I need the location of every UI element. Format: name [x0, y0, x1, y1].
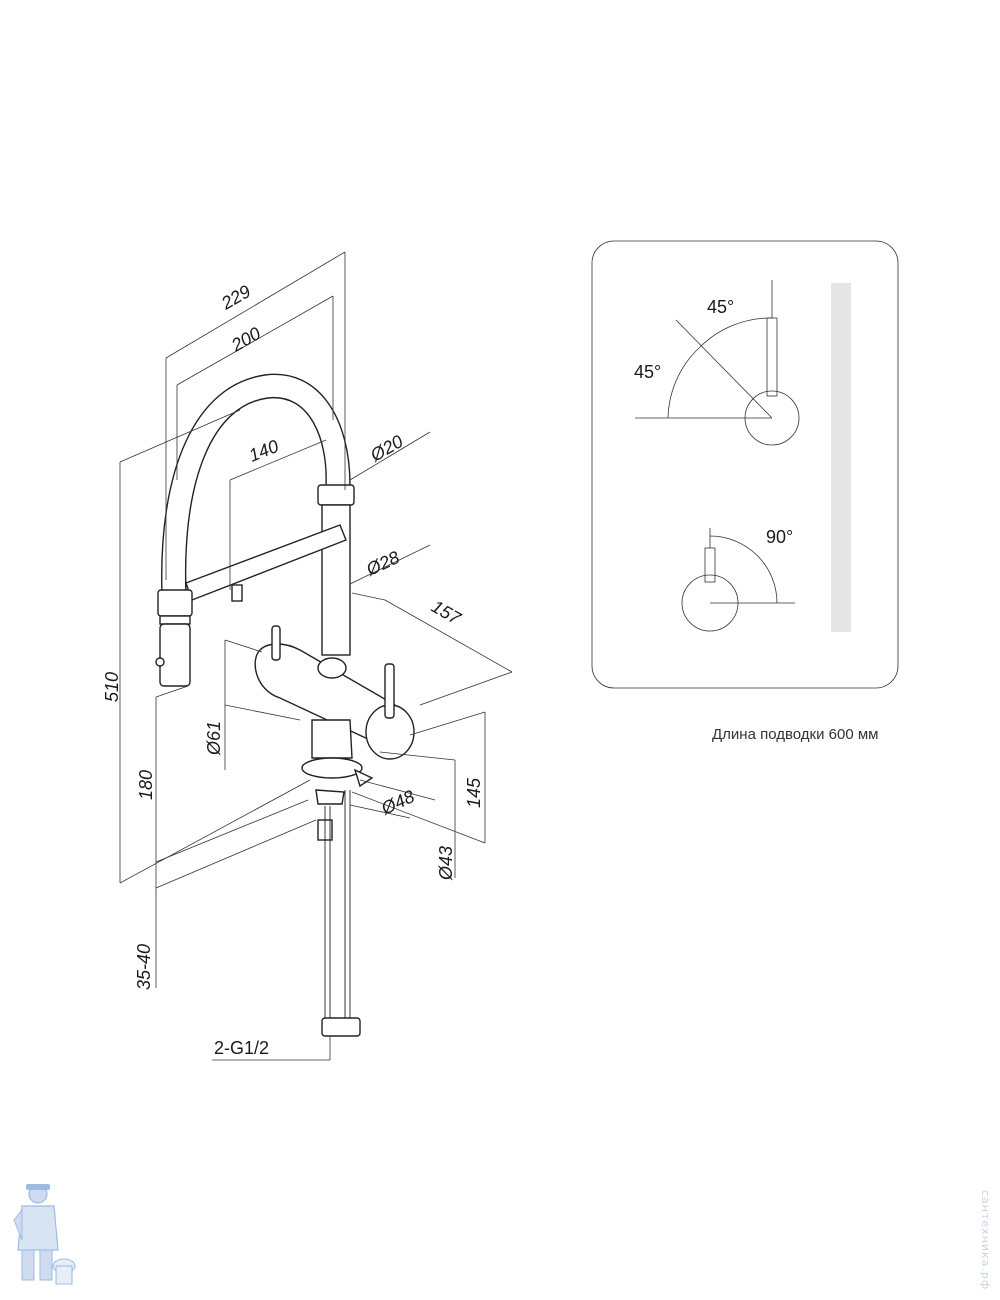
dim-180: 180	[136, 770, 156, 800]
dim-145: 145	[464, 777, 484, 808]
dim-d20: Ø20	[366, 431, 406, 466]
watermark-text: сантехника.рф	[979, 1190, 992, 1291]
hose-length-caption: Длина подводки 600 мм	[712, 726, 879, 743]
angle-90: 90°	[766, 527, 793, 547]
dim-35-40: 35-40	[134, 944, 154, 990]
dim-157: 157	[428, 596, 465, 629]
side-bar	[831, 283, 851, 632]
angle-45-left: 45°	[634, 362, 661, 382]
rotation-panel: 45° 45° 90°	[591, 240, 899, 689]
rotation-diagram-top: 45° 45°	[634, 280, 800, 446]
dim-thread: 2-G1/2	[214, 1038, 269, 1058]
rotation-diagram-bottom: 90°	[681, 527, 795, 632]
dim-510: 510	[102, 672, 122, 702]
faucet-outline	[155, 373, 415, 1037]
dim-d61: Ø61	[204, 721, 224, 756]
panel-frame	[591, 240, 899, 689]
dim-d48: Ø48	[377, 786, 417, 819]
dimension-lines	[119, 251, 513, 1061]
plumber-mascot-icon	[13, 1184, 76, 1285]
dim-d43: Ø43	[436, 846, 456, 881]
dim-200: 200	[227, 323, 264, 356]
angle-45-top: 45°	[707, 297, 734, 317]
